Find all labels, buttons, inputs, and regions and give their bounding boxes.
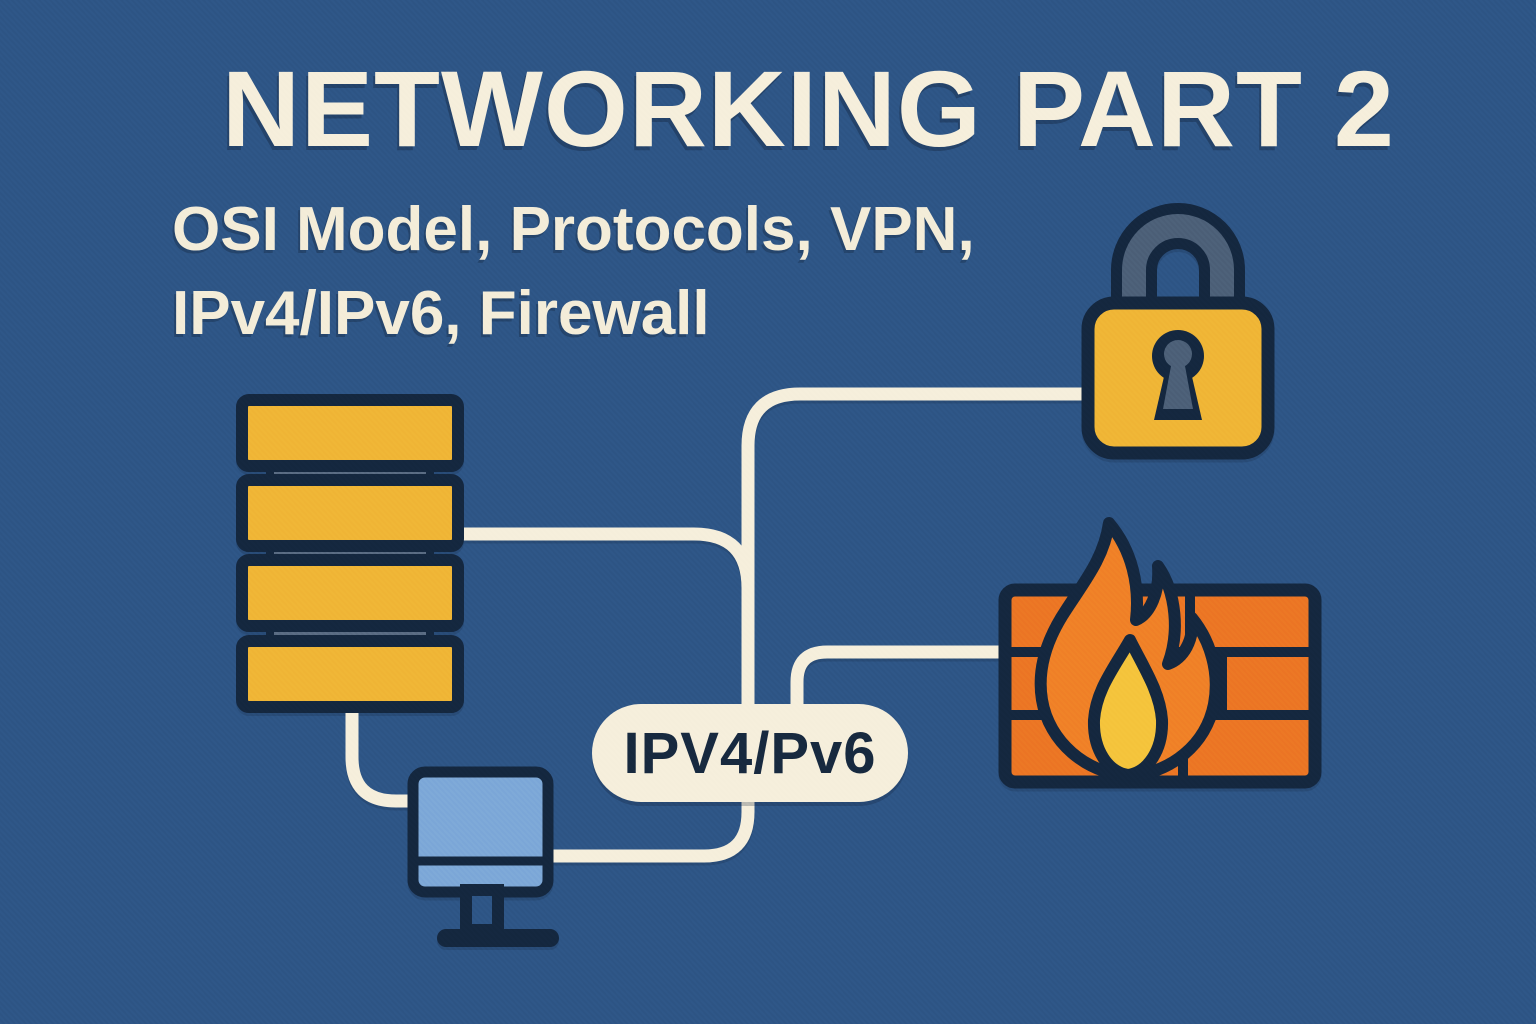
monitor-icon bbox=[407, 766, 559, 947]
page-title: NETWORKING PART 2 bbox=[222, 48, 1395, 169]
subtitle-line-1: OSI Model, Protocols, VPN, bbox=[172, 195, 975, 264]
keyhole bbox=[1152, 330, 1204, 420]
firewall-icon bbox=[998, 517, 1322, 789]
ip-version-pill-label: IPV4/Pv6 bbox=[623, 720, 877, 786]
server-icon bbox=[236, 394, 464, 713]
flame bbox=[1034, 517, 1222, 782]
ip-version-pill: IPV4/Pv6 bbox=[592, 704, 908, 802]
subtitle-line-2: IPv4/IPv6, Firewall bbox=[172, 279, 710, 349]
page-subtitle: OSI Model, Protocols, VPN, IPv4/IPv6, Fi… bbox=[172, 188, 975, 357]
line-server-to-trunk bbox=[458, 527, 755, 589]
connector-lines bbox=[345, 387, 1088, 863]
padlock-icon bbox=[1081, 203, 1275, 460]
line-pill-to-firewall bbox=[790, 645, 1004, 712]
line-server-to-monitor bbox=[345, 706, 412, 808]
line-padlock-to-monitor bbox=[548, 387, 1088, 863]
